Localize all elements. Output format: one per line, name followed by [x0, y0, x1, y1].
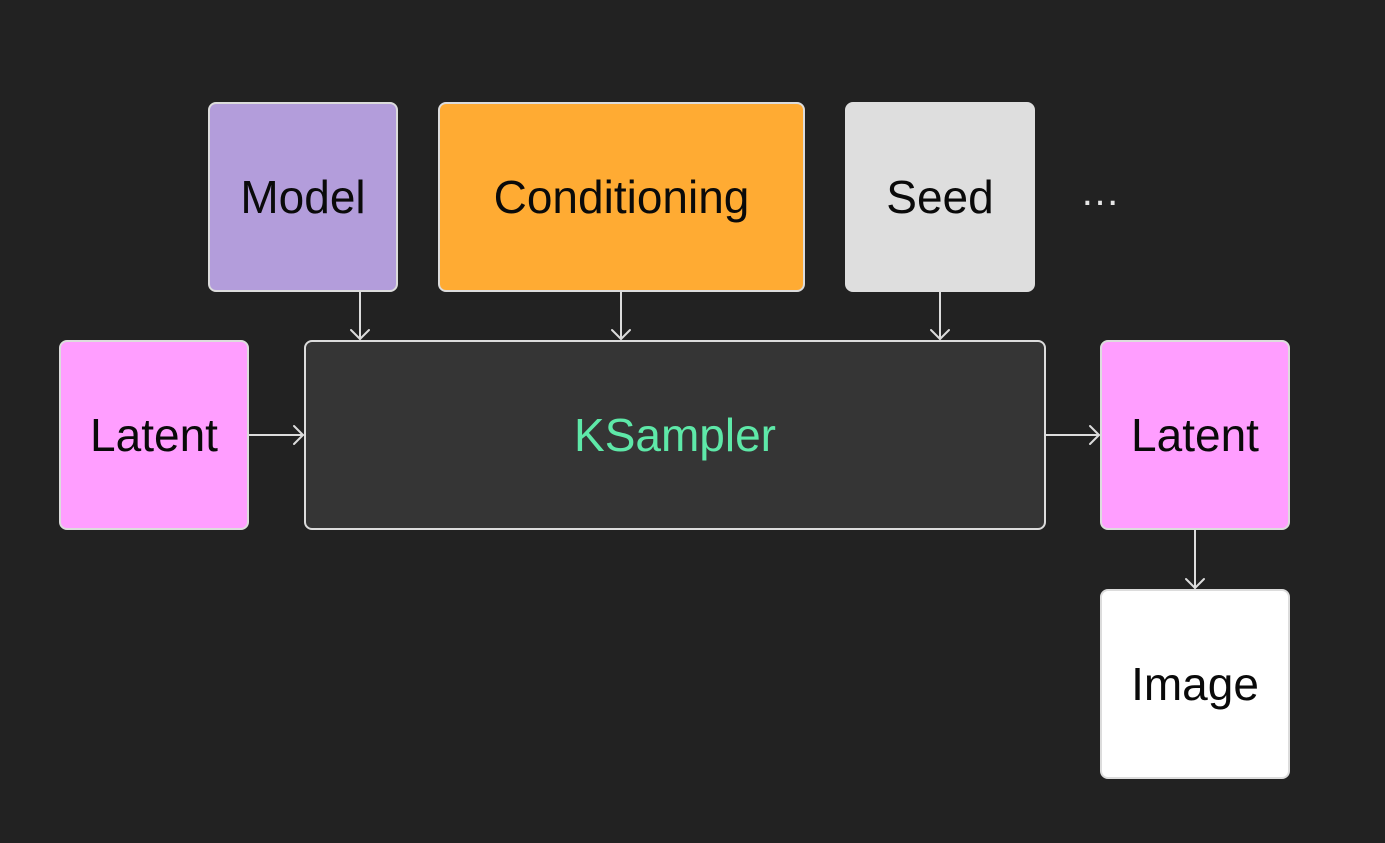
image-node[interactable]: Image: [1100, 589, 1290, 779]
seed-node[interactable]: Seed: [845, 102, 1035, 292]
latent-output-node[interactable]: Latent: [1100, 340, 1290, 530]
latent-input-label: Latent: [90, 409, 218, 461]
latent-input-node[interactable]: Latent: [59, 340, 249, 530]
edge-seed-to-ksampler: [930, 291, 950, 340]
model-node[interactable]: Model: [208, 102, 398, 292]
more-inputs-ellipsis: …: [1080, 170, 1121, 214]
image-label: Image: [1131, 658, 1259, 710]
latent-output-label: Latent: [1131, 409, 1259, 461]
seed-label: Seed: [886, 171, 994, 223]
ksampler-node[interactable]: KSampler: [304, 340, 1046, 530]
edge-model-to-ksampler: [350, 291, 370, 340]
ksampler-label: KSampler: [574, 409, 776, 461]
edge-latent-to-image: [1185, 529, 1205, 589]
edge-conditioning-to-ksampler: [611, 291, 631, 340]
edge-ksampler-to-latent: [1045, 425, 1100, 445]
conditioning-label: Conditioning: [493, 171, 750, 223]
edge-latent-to-ksampler: [248, 425, 304, 445]
model-label: Model: [240, 171, 366, 223]
conditioning-node[interactable]: Conditioning: [438, 102, 805, 292]
